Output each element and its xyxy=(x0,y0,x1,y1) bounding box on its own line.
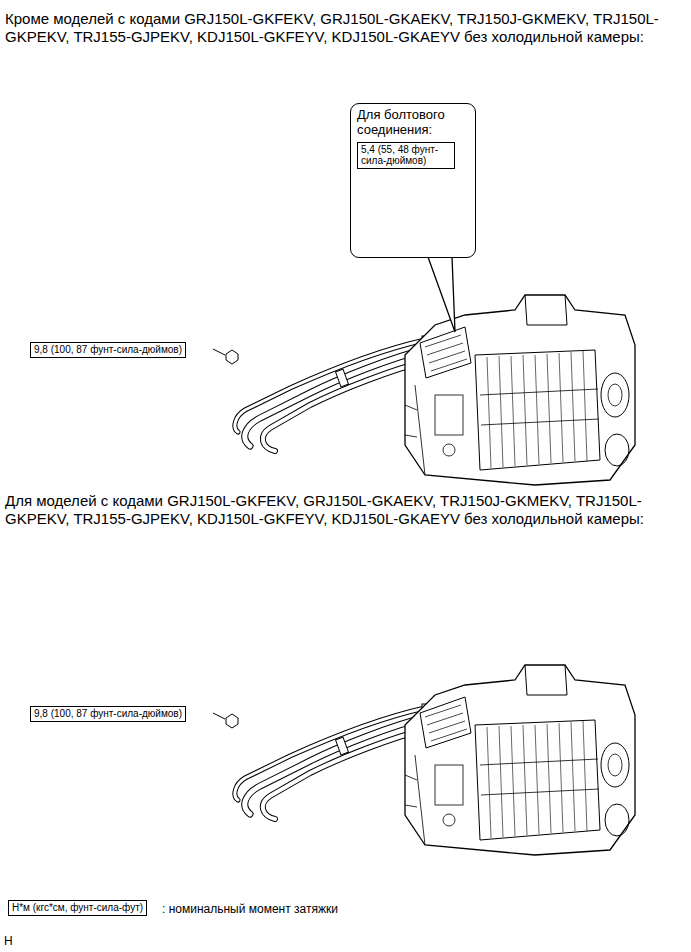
legend-text: : номинальный момент затяжки xyxy=(162,902,338,916)
bolt xyxy=(226,350,238,364)
torque-text: 9,8 (100, 87 фунт-сила-дюймов) xyxy=(34,708,182,720)
figure-code: H xyxy=(4,934,13,948)
callout-pointer xyxy=(428,257,455,332)
bolt xyxy=(226,714,238,728)
torque-text: Для болтового соединения: xyxy=(357,108,469,138)
torque-box: 9,8 (100, 87 фунт-сила-дюймов) xyxy=(30,706,186,722)
torque-box: 5,4 (55, 48 фунт-сила-дюймов) xyxy=(357,142,455,169)
leader-line xyxy=(213,349,225,355)
callout-box: Для болтового соединения: 5,4 (55, 48 фун… xyxy=(350,103,476,258)
air-conditioning-unit xyxy=(405,295,635,485)
torque-text: 9,8 (100, 87 фунт-сила-дюймов) xyxy=(34,344,182,356)
legend-box: Н*м (кгс*см, фунт-сила-фут) xyxy=(8,900,147,916)
torque-text: 5,4 (55, 48 фунт-сила-дюймов) xyxy=(361,144,451,167)
pipe-assembly xyxy=(235,704,430,819)
air-conditioning-unit xyxy=(405,665,635,855)
torque-box: 9,8 (100, 87 фунт-сила-дюймов) xyxy=(30,342,186,358)
heading-note: Для моделей с кодами GRJ150L-GKFEKV, GRJ… xyxy=(5,492,685,528)
pipe-assembly xyxy=(235,336,430,451)
torque-text: Н*м (кгс*см, фунт-сила-фут) xyxy=(12,902,143,914)
heading-note: Кроме моделей с кодами GRJ150L-GKFEKV, G… xyxy=(5,10,685,46)
leader-line xyxy=(213,713,225,719)
